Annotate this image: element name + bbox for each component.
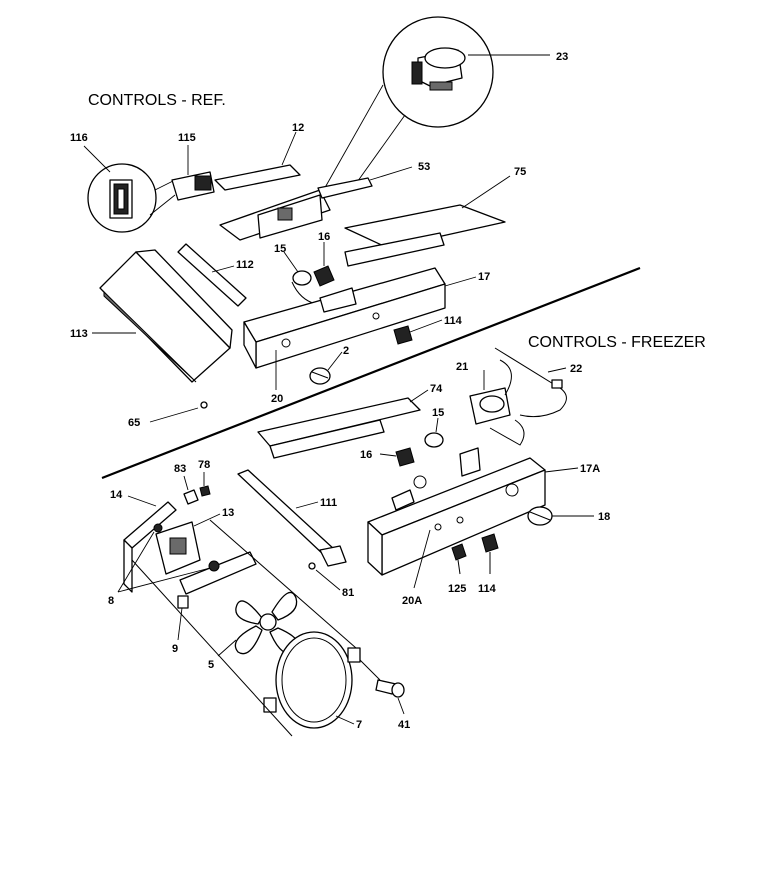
part-112-rod: 112 xyxy=(177,243,254,307)
part-74-slide: 74 xyxy=(257,383,443,459)
part-41-screw: 41 xyxy=(375,679,410,731)
part-20-lens: 20 xyxy=(271,350,283,405)
label-7: 7 xyxy=(356,719,362,731)
label-2: 2 xyxy=(343,345,349,357)
part-17-housing: 17 xyxy=(243,267,490,369)
label-125: 125 xyxy=(448,583,466,595)
part-53-lever: 53 xyxy=(317,161,430,199)
label-75: 75 xyxy=(514,166,526,178)
label-78: 78 xyxy=(198,459,210,471)
part-2-knob: 2 xyxy=(309,345,349,385)
label-115: 115 xyxy=(178,132,196,144)
part-113-channel: 113 xyxy=(70,249,233,383)
label-21: 21 xyxy=(456,361,468,373)
part-20a-lens: 20A xyxy=(402,529,431,607)
label-20a: 20A xyxy=(402,595,422,607)
label-15-freezer: 15 xyxy=(432,407,444,419)
label-53: 53 xyxy=(418,161,430,173)
part-22-probe: 22 xyxy=(494,347,582,418)
part-12-bracket: 12 xyxy=(214,122,331,241)
part-16-socket-ref: 16 xyxy=(291,231,335,305)
part-65-screw: 65 xyxy=(128,401,208,429)
label-116: 116 xyxy=(70,132,88,144)
label-65: 65 xyxy=(128,417,140,429)
label-20: 20 xyxy=(271,393,283,405)
label-41: 41 xyxy=(398,719,410,731)
assembly-guide-lines xyxy=(131,519,381,737)
label-23: 23 xyxy=(556,51,568,63)
part-75-slide: 75 xyxy=(344,166,526,267)
part-16-socket-freezer: 16 xyxy=(360,447,415,467)
label-14: 14 xyxy=(110,489,123,501)
label-12: 12 xyxy=(292,122,304,134)
part-116-callout: 116 xyxy=(70,132,176,233)
label-113: 113 xyxy=(70,328,88,340)
part-125-switch: 125 xyxy=(448,543,467,595)
label-74: 74 xyxy=(430,383,443,395)
label-15-ref: 15 xyxy=(274,243,286,255)
part-13-motor: 13 xyxy=(155,507,234,575)
label-18: 18 xyxy=(598,511,610,523)
part-114-switch-ref: 114 xyxy=(393,315,463,345)
part-15-bulb-freezer: 15 xyxy=(424,407,444,448)
label-22: 22 xyxy=(570,363,582,375)
label-17a: 17A xyxy=(580,463,600,475)
label-13: 13 xyxy=(222,507,234,519)
part-115-clip: 115 xyxy=(171,132,215,201)
part-23-thermostat: 23 xyxy=(317,16,568,201)
part-83-clip: 83 xyxy=(174,463,199,505)
part-78-clip: 78 xyxy=(198,459,211,497)
label-112: 112 xyxy=(236,259,254,271)
section-divider xyxy=(101,266,641,480)
label-8: 8 xyxy=(108,595,114,607)
label-83: 83 xyxy=(174,463,186,475)
part-17a-housing: 17A xyxy=(367,447,600,576)
label-111: 111 xyxy=(320,497,337,509)
label-114-freezer: 114 xyxy=(478,583,497,595)
part-114-switch-freezer: 114 xyxy=(478,533,499,595)
label-17: 17 xyxy=(478,271,490,283)
part-18-knob: 18 xyxy=(527,506,610,526)
label-16-freezer: 16 xyxy=(360,449,372,461)
label-16-ref: 16 xyxy=(318,231,330,243)
part-9-foot: 9 xyxy=(172,595,189,655)
part-8-grommets: 8 xyxy=(108,523,257,607)
part-15-bulb-ref: 15 xyxy=(274,243,312,286)
part-81-screw: 81 xyxy=(308,562,354,599)
freezer-section-title: CONTROLS - FREEZER xyxy=(528,334,706,351)
label-81: 81 xyxy=(342,587,354,599)
label-9: 9 xyxy=(172,643,178,655)
ref-section-title: CONTROLS - REF. xyxy=(88,92,226,109)
label-5: 5 xyxy=(208,659,214,671)
label-114-ref: 114 xyxy=(444,315,463,327)
part-111-harness: 111 xyxy=(237,469,347,567)
part-21-thermostat: 21 xyxy=(456,359,525,446)
